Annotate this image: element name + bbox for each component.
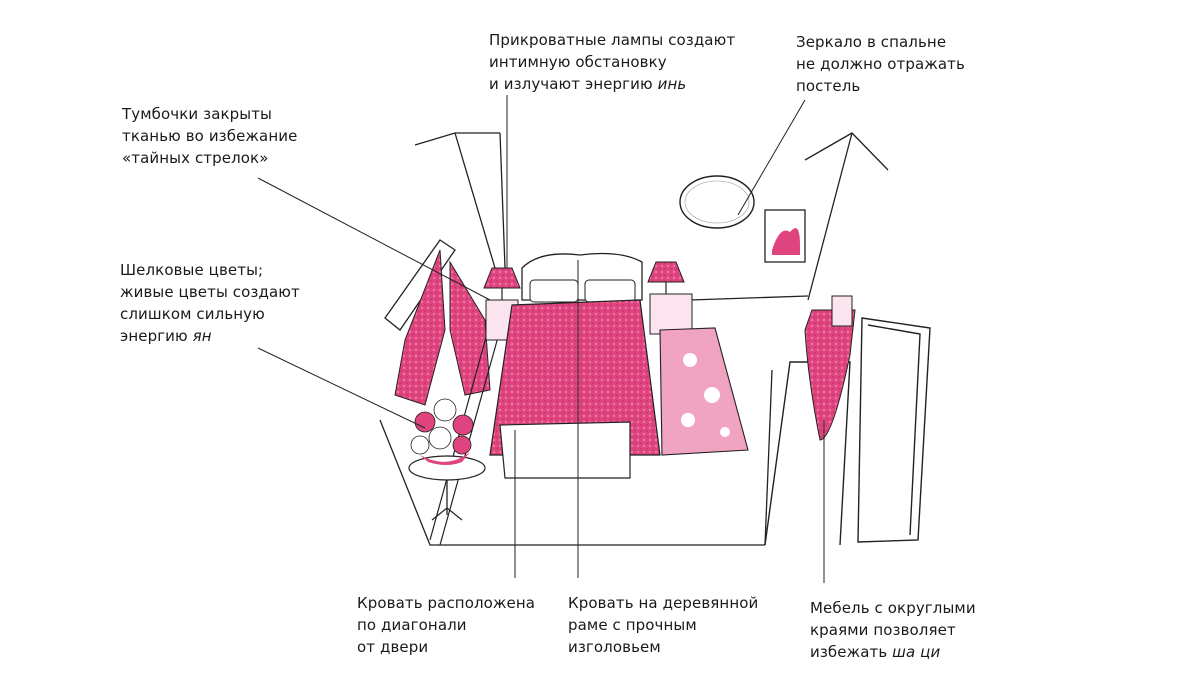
mirror [679, 175, 755, 229]
callout-mirror-line-3: постель [796, 77, 861, 95]
wash-basin [804, 295, 856, 441]
callout-flowers-emphasis: ян [192, 327, 212, 345]
callout-furniture-line-3-text: избежать [810, 643, 893, 661]
wall-picture [764, 209, 806, 263]
callout-mirror: Зеркало в спальне не должно отражать пос… [796, 31, 965, 97]
rug [659, 327, 749, 456]
callout-lamps-line-1: Прикроватные лампы создают [489, 31, 736, 49]
callout-furniture-line-2: краями позволяет [810, 621, 956, 639]
callout-mirror-line-2: не должно отражать [796, 55, 965, 73]
callout-furniture-line-3: избежать ша ци [810, 641, 976, 663]
callout-lamps-line-3: и излучают энергию инь [489, 73, 735, 95]
callout-bed-frame-line-3: изголовьем [568, 638, 661, 656]
callout-bed-diagonal-line-2: по диагонали [357, 616, 467, 634]
callout-bed-frame: Кровать на деревянной раме с прочным изг… [568, 592, 758, 658]
callout-lamps-emphasis: инь [657, 75, 687, 93]
callout-nightstands-line-1: Тумбочки закрыты [122, 105, 272, 123]
bed [489, 252, 661, 479]
callout-bed-diagonal-line-3: от двери [357, 638, 429, 656]
window-curtain [384, 239, 501, 546]
callout-bed-frame-line-2: раме с прочным [568, 616, 697, 634]
callout-furniture-line-1: Мебель с округлыми [810, 599, 976, 617]
callout-nightstands-line-3: «тайных стрелок» [122, 149, 269, 167]
callout-flowers-line-2: живые цветы создают [120, 283, 300, 301]
callout-lamps-line-2: интимную обстановку [489, 53, 667, 71]
callout-bed-frame-line-1: Кровать на деревянной [568, 594, 759, 612]
callout-lamps-line-3-text: и излучают энергию [489, 75, 658, 93]
callout-flowers: Шелковые цветы; живые цветы создают слиш… [120, 259, 300, 347]
callout-furniture-emphasis: ша ци [892, 643, 941, 661]
room-walls [379, 132, 889, 546]
callout-nightstands-line-2: тканью во избежание [122, 127, 298, 145]
callout-bed-diagonal-line-1: Кровать расположена [357, 594, 536, 612]
callout-flowers-line-3: слишком сильную [120, 305, 265, 323]
bedside-lamp-right [647, 261, 693, 335]
flower-table [408, 398, 486, 521]
callout-furniture: Мебель с округлыми краями позволяет избе… [810, 597, 976, 663]
callout-flowers-line-4-text: энергию [120, 327, 193, 345]
callout-nightstands: Тумбочки закрыты тканью во избежание «та… [122, 103, 297, 169]
callout-bed-diagonal: Кровать расположена по диагонали от двер… [357, 592, 535, 658]
callout-flowers-line-4: энергию ян [120, 325, 300, 347]
callout-flowers-line-1: Шелковые цветы; [120, 261, 264, 279]
callout-mirror-line-1: Зеркало в спальне [796, 33, 947, 51]
callout-lamps: Прикроватные лампы создают интимную обст… [489, 29, 735, 95]
callout-leader-lines [257, 95, 825, 583]
